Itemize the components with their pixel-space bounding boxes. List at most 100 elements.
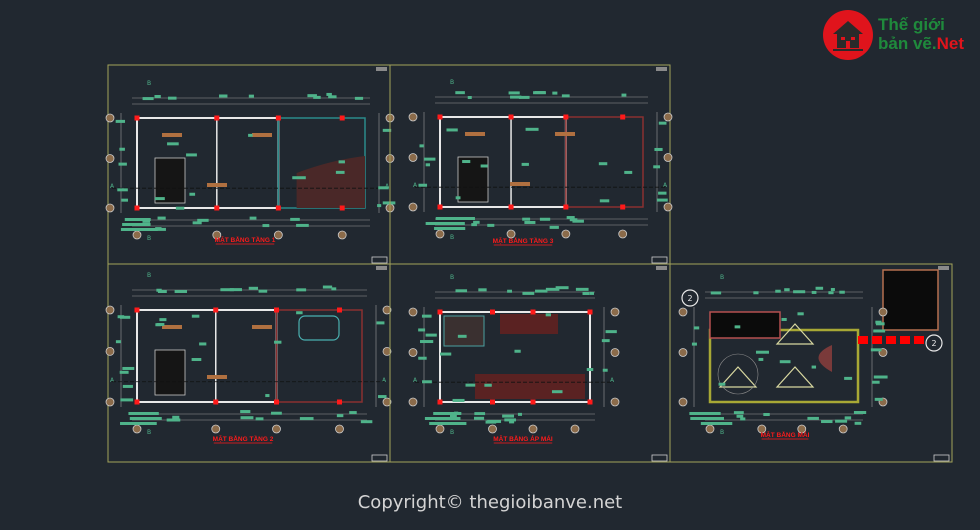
column-dot [563, 114, 569, 120]
dimension-label [274, 340, 282, 344]
dimension-label [326, 92, 332, 96]
dimension-label [502, 414, 515, 418]
dimension-label [740, 417, 746, 421]
site-logo[interactable]: Thế giới bản vẽ.Net [822, 9, 978, 61]
panel-frame [669, 263, 953, 463]
section-mark-b: B [720, 274, 724, 281]
column-dot [437, 399, 443, 405]
furniture [207, 183, 227, 187]
dimension-label [378, 395, 387, 399]
dimension-label [229, 288, 242, 292]
panel-frame [389, 64, 671, 265]
dimension-label [338, 160, 345, 164]
courtyard-hatch [296, 156, 365, 208]
dimension-label [508, 91, 520, 95]
roof-slope-hatch [818, 345, 832, 372]
dimension-label [465, 383, 476, 387]
dimension-label [474, 412, 486, 416]
grid-bubble [757, 424, 767, 434]
detail-marker [925, 334, 943, 352]
dimension-label [118, 162, 127, 166]
dimension-label [271, 411, 282, 415]
dimension-label [421, 314, 432, 318]
dimension-label [621, 93, 627, 97]
panel-title: MẶT BẰNG TẦNG 3 [493, 235, 554, 245]
dimension-label [450, 414, 457, 418]
section-mark-b: B [450, 234, 454, 241]
section-mark-b: B [147, 80, 151, 87]
column-dot [337, 307, 342, 313]
dimension-label [122, 384, 133, 388]
panel-stamp [371, 256, 388, 264]
dimension-label [830, 287, 835, 291]
dimension-label [186, 153, 197, 157]
dimension-label [425, 333, 437, 337]
dimension-label [155, 323, 161, 327]
dimension-label [539, 217, 551, 221]
roof-hatch [500, 314, 558, 334]
section-mark-a: A [413, 377, 418, 384]
column-dot [214, 205, 220, 211]
dimension-label [811, 290, 817, 294]
note-label [424, 417, 461, 420]
dimension-label [599, 199, 610, 203]
dimension-label [199, 342, 207, 346]
dimension-label [522, 217, 531, 221]
note-label [429, 422, 467, 425]
grid-bubble [663, 112, 673, 122]
section-mark-b: B [147, 272, 151, 279]
panel-tab [376, 266, 387, 270]
dimension-label [549, 225, 559, 229]
dimension-label [154, 197, 165, 201]
section-mark-b: B [450, 429, 454, 436]
note-label [120, 422, 157, 425]
dimension-label [658, 191, 667, 195]
note-label [122, 223, 151, 226]
grid-bubble [212, 230, 222, 240]
column-dot [530, 309, 536, 315]
dimension-label [781, 317, 787, 321]
dimension-label [487, 419, 502, 423]
dimension-label [873, 375, 888, 379]
dimension-label [509, 420, 515, 424]
roof-tank [709, 311, 781, 339]
dimension-label [425, 163, 431, 167]
dimension-label [551, 390, 563, 394]
dimension-label [487, 223, 495, 227]
dimension-label [142, 219, 151, 223]
note-label [128, 412, 159, 415]
grid-bubble [272, 424, 281, 434]
column-dot [134, 307, 140, 313]
dimension-label [172, 415, 180, 419]
dimension-label [874, 397, 883, 401]
column-dot [213, 307, 219, 313]
dimension-label [525, 127, 539, 131]
grid-bubble [663, 153, 673, 162]
grid-bubble [408, 112, 418, 122]
dimension-label [378, 186, 389, 190]
dimension-label [296, 288, 307, 292]
column-dot [213, 399, 219, 405]
dimension-label [249, 216, 257, 220]
logo-line-1: Thế giới [878, 15, 945, 34]
grid-bubble [506, 229, 516, 239]
stair-hatch [443, 315, 485, 347]
dimension-label [422, 380, 432, 384]
column-dot [274, 307, 279, 313]
panel-title: MẶT BẰNG ÁP MÁI [493, 434, 553, 443]
detail-red-block [872, 336, 882, 344]
wall-outline-annex [275, 309, 363, 403]
section-mark-a: A [413, 182, 418, 189]
dimension-label [354, 96, 364, 100]
dimension-label [793, 290, 806, 294]
dimension-label [462, 160, 471, 164]
dimension-label [419, 340, 434, 344]
column-dot [275, 205, 281, 211]
dimension-label [575, 287, 589, 291]
dimension-label [296, 311, 303, 315]
grid-bubble [105, 154, 115, 163]
grid-bubble [561, 229, 571, 239]
panel-tab [376, 67, 387, 71]
grid-bubble [797, 424, 807, 434]
